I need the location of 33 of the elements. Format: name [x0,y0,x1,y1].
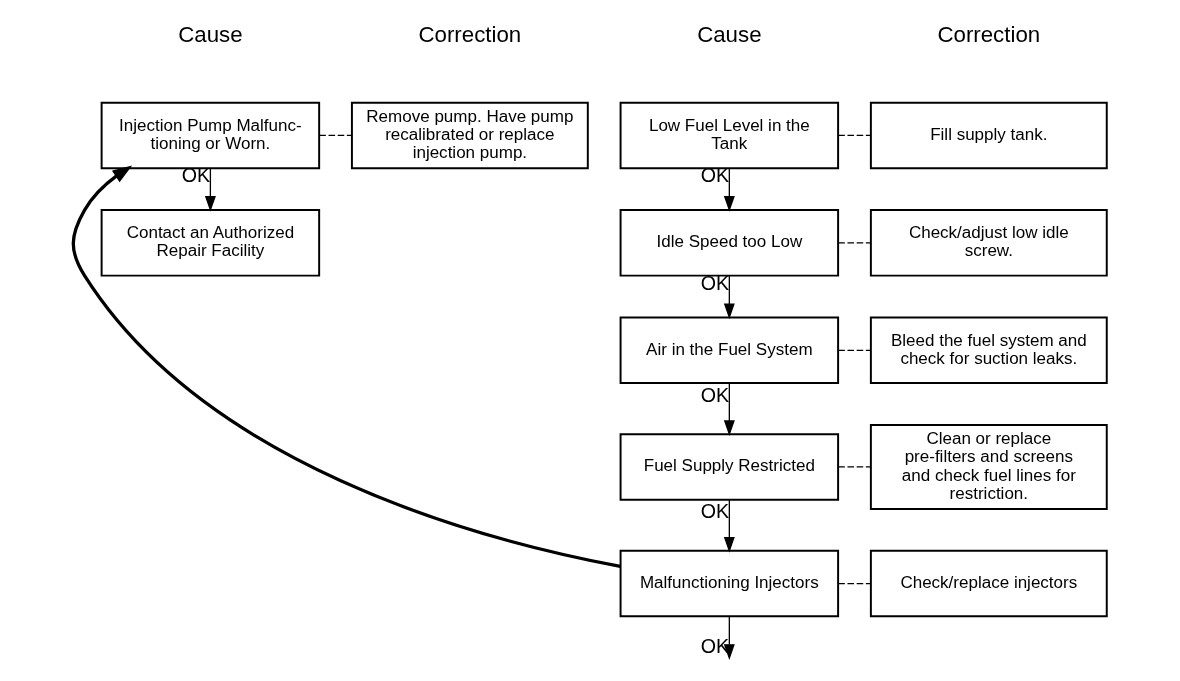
node-box: Contact an Authorized Repair Facility [100,209,321,277]
connector [837,134,872,137]
connector [837,466,872,468]
arrow [723,382,735,437]
arrow [723,615,735,660]
node-box: Air in the Fuel System [619,316,840,385]
arrow [71,165,621,568]
arrow [723,167,735,212]
node-box: Check/adjust low idle screw. [869,209,1108,277]
edge-label: OK [700,500,730,523]
connector [837,242,872,244]
connector [318,134,353,137]
arrow [723,499,735,553]
label: Cause [178,22,243,48]
arrow [204,167,216,212]
node-box: Low Fuel Level in the Tank [619,101,840,170]
label: Correction [937,22,1041,48]
node-box: Fuel Supply Restricted [619,433,840,501]
node-box: Injection Pump Malfunc- tioning or Worn. [100,101,321,170]
node-box: Bleed the fuel system and check for suction leaks. [869,316,1108,385]
label: Cause [697,22,762,48]
node-box: Remove pump. Have pump recalibrated or replace injection pump. [350,101,589,170]
node-box: Malfunctioning Injectors [619,549,840,618]
label: Correction [418,22,522,48]
node-box: Check/replace injectors [869,549,1108,618]
connector [837,582,872,585]
node-box: Idle Speed too Low [619,209,840,277]
edge-label: OK [700,634,730,657]
connector [837,349,872,351]
node-box: Clean or replace pre-filters and screens and check fuel lines for restriction. [869,424,1108,510]
node-box: Fill supply tank. [869,101,1108,170]
edge-label: OK [700,383,730,406]
arrow [723,274,735,320]
